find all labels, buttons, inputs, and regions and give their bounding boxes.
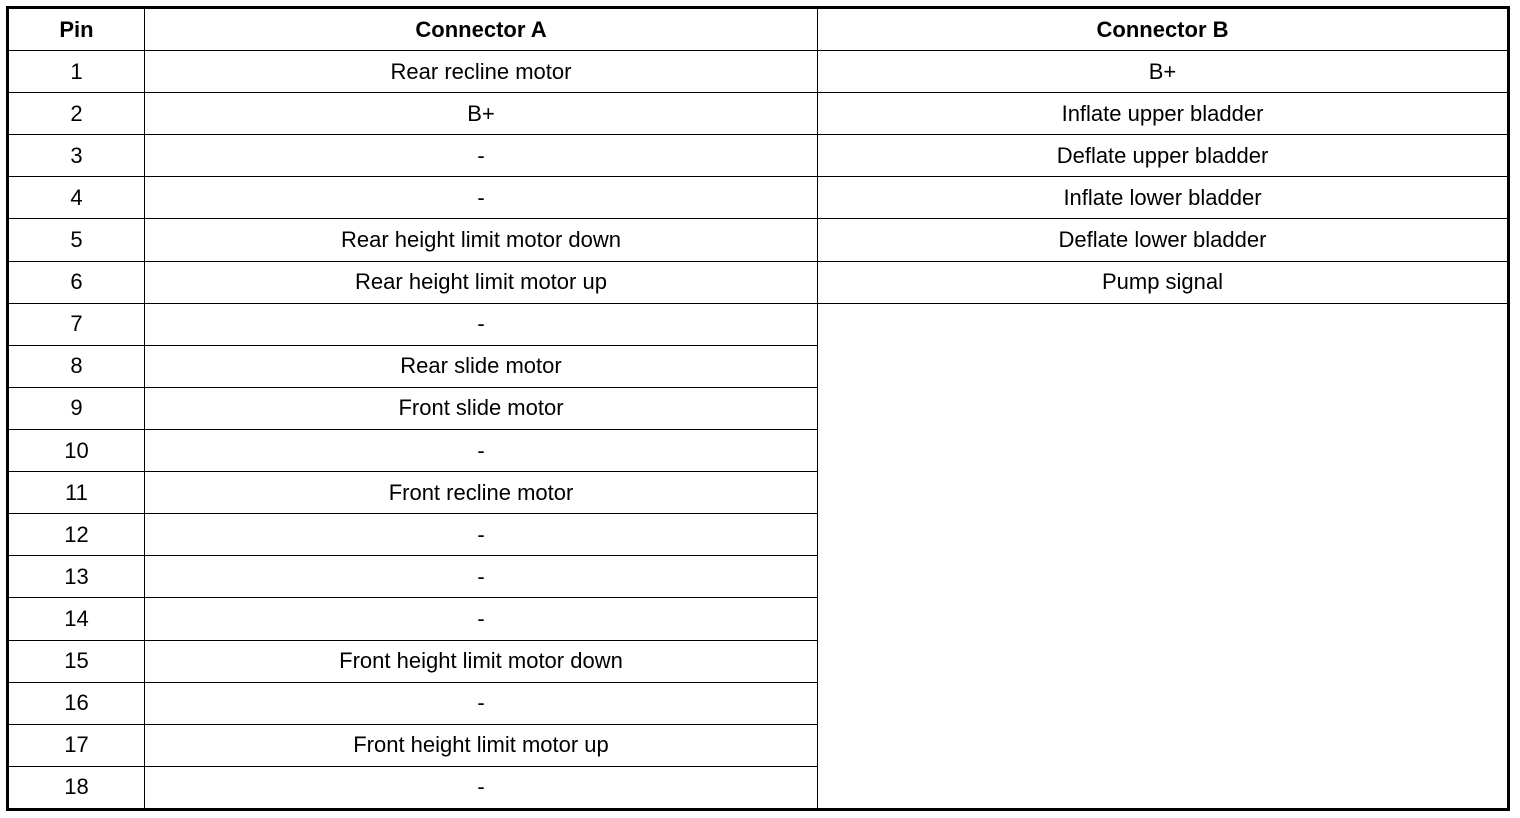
table-row: 12 - [7, 513, 1509, 557]
pin-cell: 11 [7, 471, 145, 515]
table-row: 17 Front height limit motor up [7, 723, 1509, 767]
connector-a-cell: Front height limit motor down [144, 639, 818, 683]
connector-a-cell: - [144, 681, 818, 725]
table-row: 3 - Deflate upper bladder [7, 134, 1509, 178]
table-row: 11 Front recline motor [7, 471, 1509, 515]
pin-cell: 3 [7, 134, 145, 178]
connector-a-cell: - [144, 428, 818, 473]
header-connector-a: Connector A [144, 7, 818, 51]
table-row: 7 - [7, 302, 1509, 811]
pin-cell: 16 [7, 681, 145, 725]
connector-b-cell: Pump signal [817, 260, 1509, 304]
pin-cell: 18 [7, 765, 145, 811]
pin-cell: 12 [7, 513, 145, 557]
pin-cell: 8 [7, 344, 145, 388]
header-pin: Pin [7, 7, 145, 51]
pin-cell: 2 [7, 92, 145, 136]
connector-b-cell: Deflate upper bladder [817, 134, 1509, 178]
connector-a-cell: - [144, 176, 818, 220]
table-row: 4 - Inflate lower bladder [7, 176, 1509, 220]
table-row: 9 Front slide motor [7, 386, 1509, 430]
connector-a-cell: Front slide motor [144, 386, 818, 430]
connector-b-cell: Inflate upper bladder [817, 92, 1509, 136]
connector-a-cell: B+ [144, 92, 818, 136]
header-row: Pin Connector A Connector B [7, 7, 1509, 51]
table-row: 6 Rear height limit motor up Pump signal [7, 260, 1509, 304]
table-row: 8 Rear slide motor [7, 344, 1509, 388]
connector-b-cell: Deflate lower bladder [817, 218, 1509, 262]
connector-b-cell: Inflate lower bladder [817, 176, 1509, 220]
connector-a-cell: - [144, 302, 818, 346]
pin-cell: 6 [7, 260, 145, 304]
connector-a-cell: - [144, 555, 818, 599]
table-row: 18 - [7, 765, 1509, 811]
pin-cell: 5 [7, 218, 145, 262]
table-row: 10 - [7, 428, 1509, 473]
connector-b-cell: B+ [817, 49, 1509, 94]
table-row: 2 B+ Inflate upper bladder [7, 92, 1509, 136]
header-connector-b: Connector B [817, 7, 1509, 51]
connector-a-cell: Rear height limit motor up [144, 260, 818, 304]
pin-cell: 17 [7, 723, 145, 767]
connector-a-cell: Front recline motor [144, 471, 818, 515]
connector-a-cell: - [144, 513, 818, 557]
pin-cell: 10 [7, 428, 145, 473]
connector-a-cell: Rear slide motor [144, 344, 818, 388]
pin-cell: 7 [7, 302, 145, 346]
table-row: 5 Rear height limit motor down Deflate l… [7, 218, 1509, 262]
connector-a-cell: Rear recline motor [144, 49, 818, 94]
table-row: 15 Front height limit motor down [7, 639, 1509, 683]
connector-b-empty-area [817, 302, 1509, 811]
connector-a-cell: - [144, 765, 818, 811]
connector-a-cell: - [144, 134, 818, 178]
connector-a-cell: - [144, 597, 818, 641]
pin-cell: 15 [7, 639, 145, 683]
pin-cell: 1 [7, 49, 145, 94]
pin-cell: 14 [7, 597, 145, 641]
connector-a-cell: Rear height limit motor down [144, 218, 818, 262]
table-row: 1 Rear recline motor B+ [7, 49, 1509, 94]
pin-table: Pin Connector A Connector B 1 Rear recli… [6, 6, 1510, 811]
table-row: 14 - [7, 597, 1509, 641]
table-row: 16 - [7, 681, 1509, 725]
pin-cell: 4 [7, 176, 145, 220]
pin-cell: 9 [7, 386, 145, 430]
connector-a-cell: Front height limit motor up [144, 723, 818, 767]
pin-cell: 13 [7, 555, 145, 599]
